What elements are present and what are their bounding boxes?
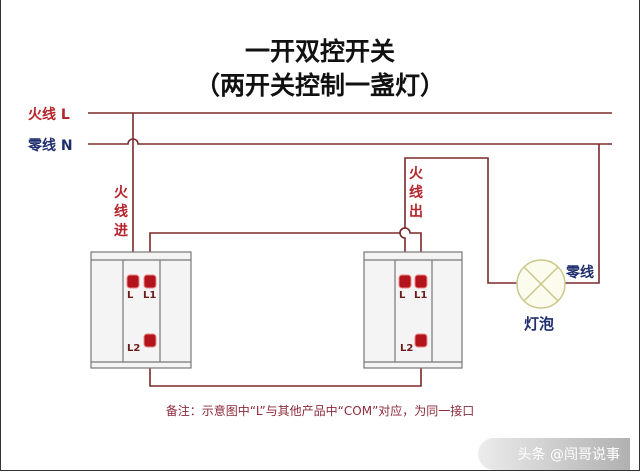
footnote: 备注：示意图中“L”与其他产品中“COM”对应，为同一接口 <box>165 404 475 418</box>
neutral-line-label: 零线 N <box>28 135 73 155</box>
terminal-right-l <box>398 274 412 289</box>
switch-left <box>90 251 192 369</box>
neutral-wire <box>88 138 612 145</box>
watermark: 头条 @闯哥说事 <box>477 438 630 470</box>
left-l2-label: L2 <box>127 343 141 354</box>
lamp-neutral-wire <box>565 144 600 284</box>
lamp-neutral-label: 零线 <box>566 265 594 281</box>
right-l2-label: L2 <box>400 343 414 354</box>
live-code: L <box>60 107 70 123</box>
live-line-label: 火线 L <box>28 104 70 124</box>
bulb-icon <box>516 259 566 309</box>
terminal-left-l <box>126 274 140 289</box>
terminal-left-l2 <box>143 333 157 348</box>
live-out-label: 火线出 <box>409 166 423 220</box>
terminal-right-l2 <box>414 333 428 348</box>
terminal-left-l1 <box>143 274 157 289</box>
right-l1-label: L1 <box>414 290 428 301</box>
live-out-wire <box>399 157 517 284</box>
neutral-code: N <box>60 138 73 154</box>
terminal-right-l1 <box>414 274 428 289</box>
right-l-label: L <box>399 290 406 301</box>
left-l-label: L <box>127 290 134 301</box>
live-text: 火线 <box>28 107 56 123</box>
page-title: 一开双控开关 <box>244 37 395 66</box>
neutral-text: 零线 <box>28 138 56 154</box>
switch-right <box>363 251 463 369</box>
bulb-label: 灯泡 <box>524 315 555 333</box>
left-l1-label: L1 <box>143 290 157 301</box>
live-in-label: 火线进 <box>114 185 128 239</box>
page-subtitle: （两开关控制一盏灯） <box>194 71 445 100</box>
